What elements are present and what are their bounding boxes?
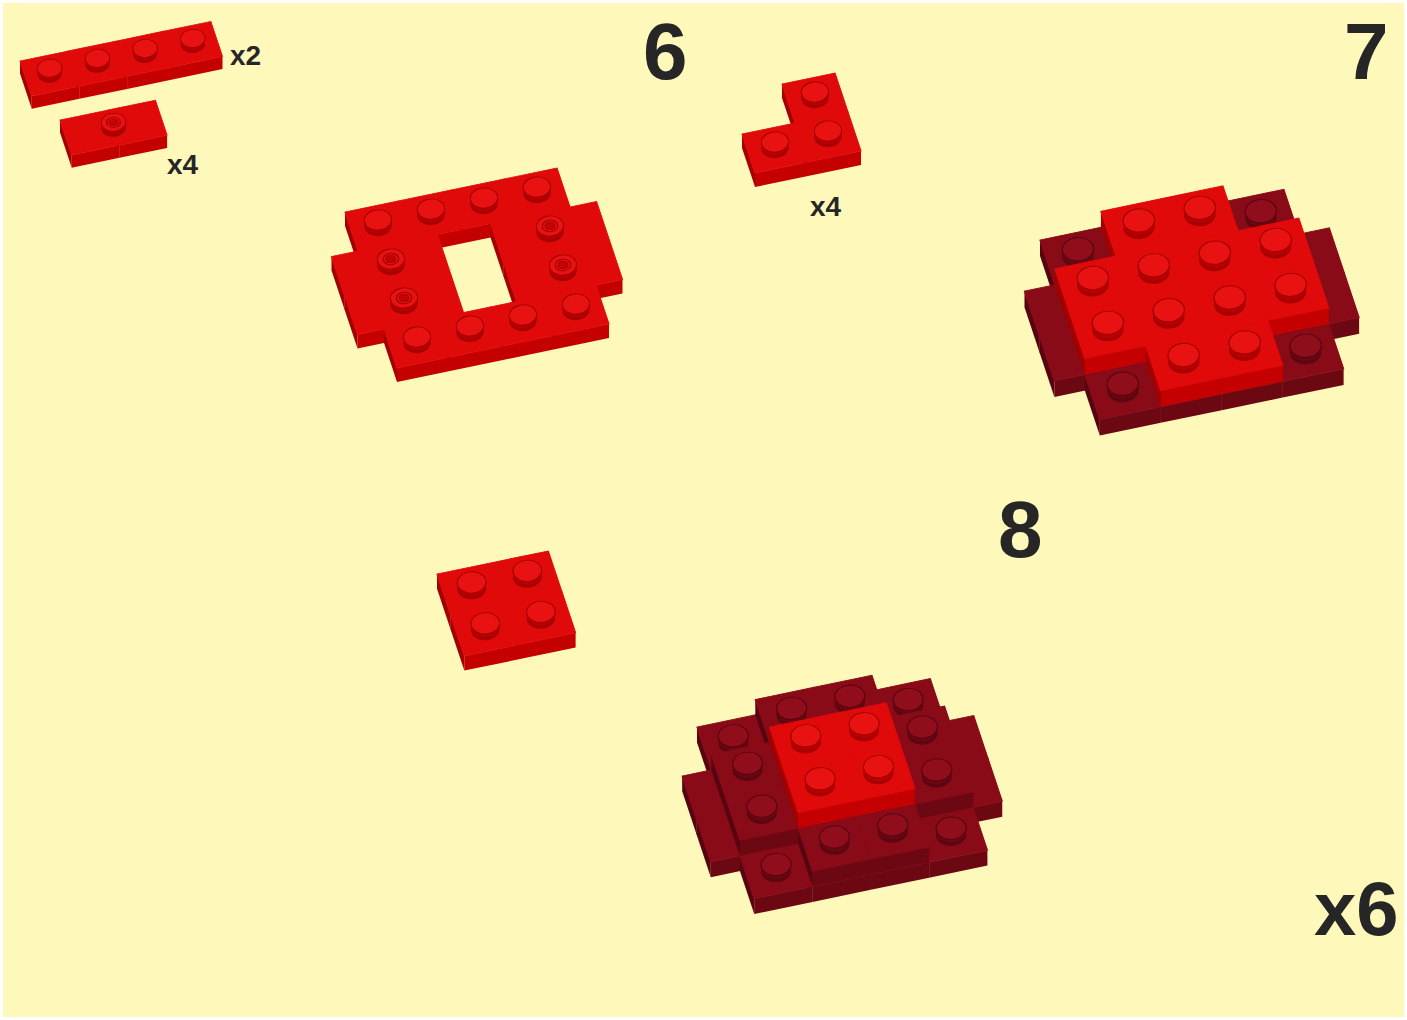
plate-cell: [532, 213, 569, 244]
step-8-assembly: [658, 658, 1021, 920]
jumper-plate: [56, 100, 171, 168]
corner-plate: [725, 73, 866, 187]
plate-cell: [793, 816, 875, 886]
step-number: 6: [643, 12, 688, 92]
plate-cell: [765, 703, 920, 828]
plate-cell: [97, 111, 130, 139]
label-holder: x4: [810, 193, 841, 221]
plate-cell: [1141, 333, 1227, 407]
quantity-label: x4: [810, 193, 841, 221]
step-number: 8: [998, 490, 1043, 570]
plate-cell: [386, 285, 423, 316]
plate-cell: [314, 163, 640, 388]
page-ground: [3, 3, 1404, 1017]
quantity-label: x4: [167, 151, 198, 179]
label-holder: x6: [1314, 871, 1399, 947]
plate-cell: [1000, 168, 1380, 442]
plate-cell: [1065, 301, 1151, 375]
plate-cell: [380, 318, 455, 382]
step-6-assembly: [314, 163, 640, 388]
plate-cell: [738, 123, 813, 187]
quantity-label: x2: [230, 42, 261, 70]
label-holder: x4: [167, 151, 198, 179]
step-number: 7: [1344, 12, 1389, 92]
plate-cell: [692, 663, 992, 898]
plate-cell: [545, 252, 582, 283]
plate-cell: [725, 73, 866, 187]
plate-cell: [1005, 183, 1380, 442]
plate-cell: [446, 603, 524, 670]
plate-1x4: [16, 21, 226, 108]
plate-cell: [658, 658, 1021, 920]
plate-cell: [373, 246, 410, 277]
plate-cell: [1035, 173, 1349, 419]
plate-cell: [56, 100, 171, 168]
plate-cell: [16, 21, 226, 108]
label-holder: x2: [230, 42, 261, 70]
quantity-label: x6: [1314, 871, 1399, 947]
label-holder: 8: [998, 490, 1043, 570]
plate-cell: [16, 51, 83, 109]
step-7-assembly: [1000, 168, 1380, 442]
label-holder: 7: [1344, 12, 1389, 92]
plate-cell: [663, 673, 1021, 921]
plate-2x2: [432, 551, 580, 671]
plate-cell: [779, 758, 861, 828]
label-holder: 6: [643, 12, 688, 92]
plate-cell: [432, 551, 580, 671]
